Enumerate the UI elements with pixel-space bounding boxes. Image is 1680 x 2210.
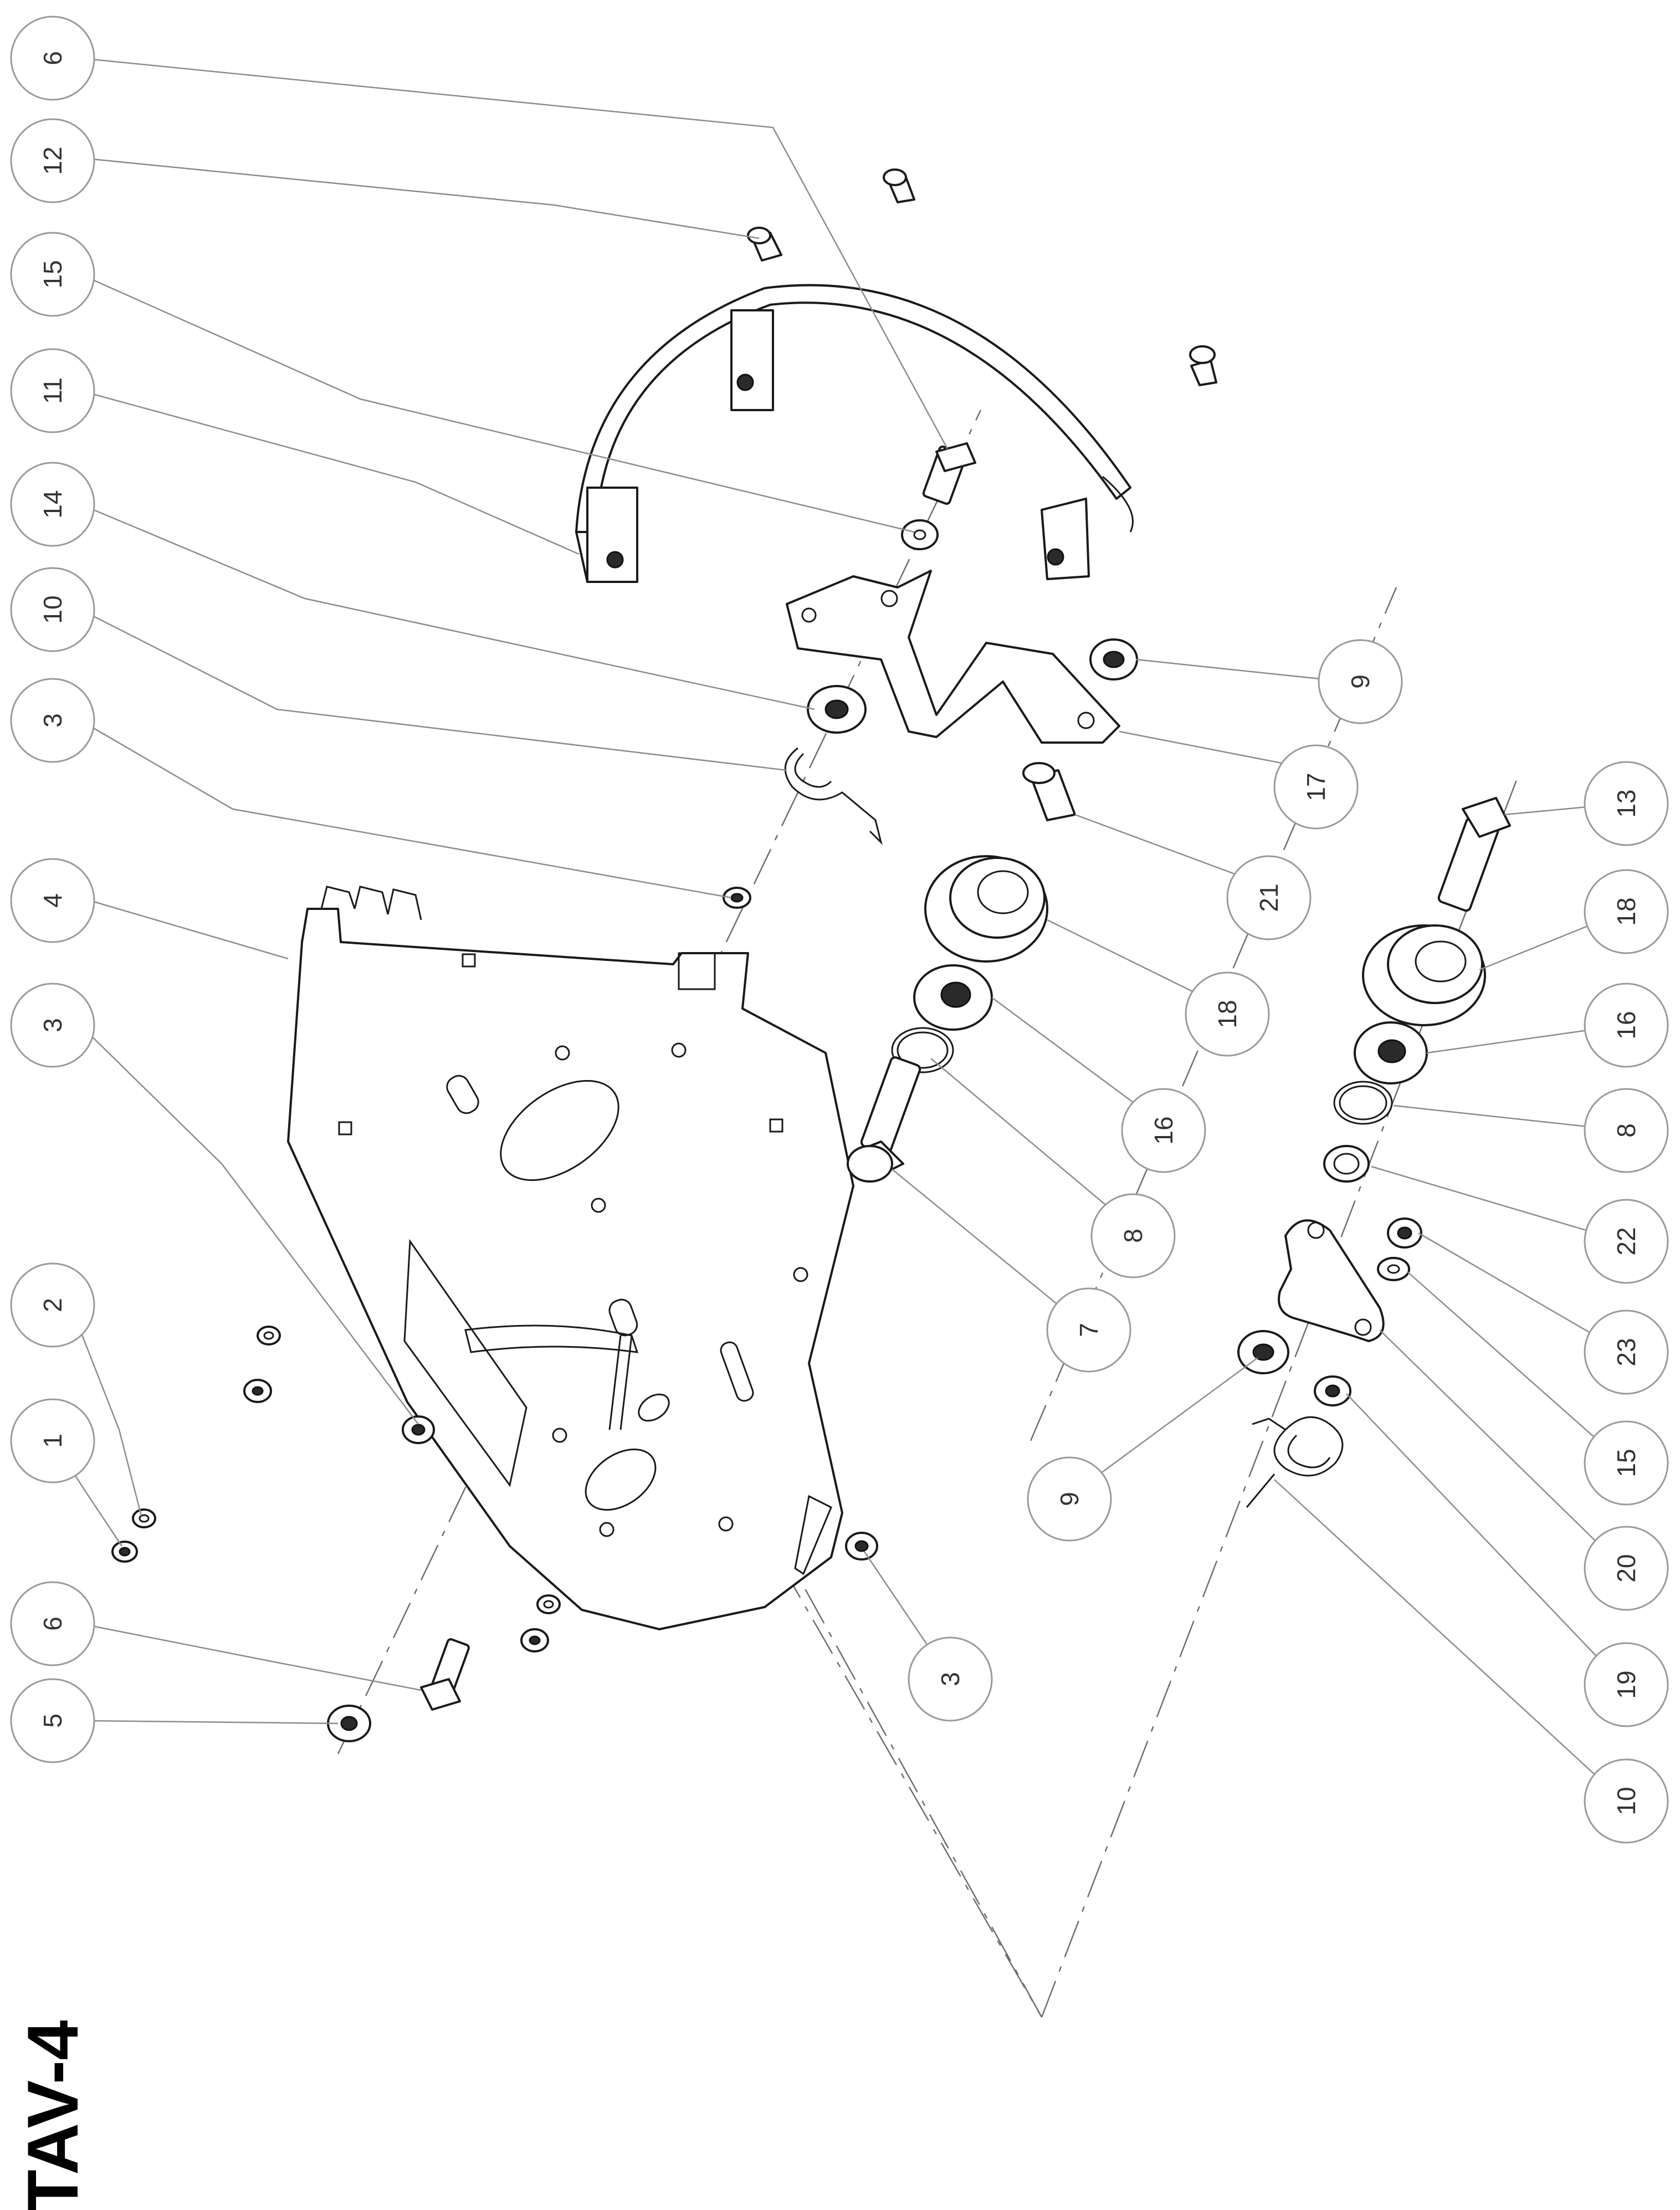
balloon-label: 9 — [1346, 674, 1375, 689]
balloon: 7 — [1046, 1287, 1131, 1373]
balloon-label: 10 — [1612, 1787, 1641, 1815]
main-plate — [287, 886, 854, 1630]
top-bolt-and-washer — [901, 442, 976, 550]
balloon-label: 3 — [936, 1672, 965, 1686]
left-hardware — [111, 1326, 878, 1742]
balloon: 8 — [1584, 1088, 1669, 1173]
balloon: 21 — [1226, 855, 1312, 940]
balloon-label: 23 — [1612, 1338, 1641, 1366]
balloon: 12 — [10, 118, 95, 203]
balloon-label: 15 — [38, 260, 67, 288]
balloon-label: 14 — [38, 490, 67, 518]
tension-bracket — [786, 570, 1120, 744]
balloon: 22 — [1584, 1199, 1669, 1284]
balloon: 15 — [1584, 1420, 1669, 1506]
balloon-label: 8 — [1612, 1123, 1641, 1138]
balloon-label: 16 — [1149, 1116, 1178, 1144]
spacer-spring-nut-top — [723, 685, 883, 909]
balloon: 9 — [1027, 1456, 1112, 1542]
top-nut-and-spacer — [1022, 638, 1138, 821]
balloon-label: 11 — [38, 377, 67, 404]
balloon-label: 22 — [1612, 1227, 1641, 1255]
balloon-label: 1 — [38, 1434, 67, 1448]
balloon: 19 — [1584, 1642, 1669, 1727]
balloon-label: 18 — [1612, 897, 1641, 925]
balloon: 1 — [10, 1398, 95, 1483]
balloon: 10 — [1584, 1758, 1669, 1844]
balloon: 23 — [1584, 1309, 1669, 1395]
balloon: 18 — [1185, 971, 1270, 1057]
balloon-label: 5 — [38, 1713, 67, 1728]
balloon-label: 2 — [38, 1298, 67, 1312]
balloon-label: 20 — [1612, 1554, 1641, 1582]
idler-pulley-stack — [847, 855, 1048, 1183]
balloon: 5 — [10, 1678, 95, 1763]
balloon: 8 — [1090, 1193, 1176, 1278]
balloon-label: 7 — [1074, 1323, 1103, 1337]
balloon-label: 16 — [1612, 1011, 1641, 1039]
balloon: 3 — [10, 983, 95, 1068]
balloon: 6 — [10, 1581, 95, 1666]
balloon-label: 12 — [38, 146, 67, 175]
balloon: 17 — [1273, 744, 1359, 830]
balloon: 20 — [1584, 1526, 1669, 1611]
balloon-label: 15 — [1612, 1449, 1641, 1477]
balloon-label: 6 — [38, 1616, 67, 1631]
axis-v-join — [633, 1280, 1043, 2018]
balloon: 15 — [10, 232, 95, 317]
balloon: 4 — [10, 858, 95, 943]
balloon: 3 — [10, 678, 95, 763]
balloon-label: 17 — [1302, 773, 1330, 801]
drawing-title: TAV-4 — [12, 2020, 93, 2210]
leader-lines — [52, 57, 1624, 1802]
rivets-top — [747, 168, 1217, 386]
balloon-label: 3 — [38, 713, 67, 728]
balloon: 16 — [1584, 983, 1669, 1068]
balloon-label: 8 — [1119, 1229, 1148, 1243]
balloon: 13 — [1584, 761, 1669, 846]
balloon: 14 — [10, 462, 95, 547]
balloon-label: 21 — [1254, 883, 1283, 912]
lower-arm-assembly — [1237, 1217, 1422, 1508]
balloon: 2 — [10, 1262, 95, 1348]
balloon: 9 — [1318, 639, 1403, 724]
tensioner-pulley-stack — [1323, 797, 1511, 1183]
balloon-callouts: 6 12 15 11 14 10 3 4 3 2 1 6 5 9 17 21 1… — [10, 16, 1669, 1844]
balloon: 16 — [1121, 1088, 1206, 1173]
balloon-label: 10 — [38, 595, 67, 623]
balloon: 3 — [908, 1636, 993, 1722]
balloon-label: 18 — [1213, 1000, 1242, 1028]
balloon-label: 3 — [38, 1018, 67, 1032]
balloon: 6 — [10, 16, 95, 101]
balloon-label: 4 — [38, 893, 67, 908]
balloon-label: 6 — [38, 51, 67, 65]
balloon-label: 9 — [1055, 1492, 1084, 1506]
balloon: 11 — [10, 348, 95, 433]
balloon: 10 — [10, 567, 95, 652]
balloon-label: 13 — [1612, 789, 1641, 817]
curved-guard — [575, 284, 1134, 583]
balloon-label: 19 — [1612, 1670, 1641, 1699]
balloon: 18 — [1584, 869, 1669, 954]
